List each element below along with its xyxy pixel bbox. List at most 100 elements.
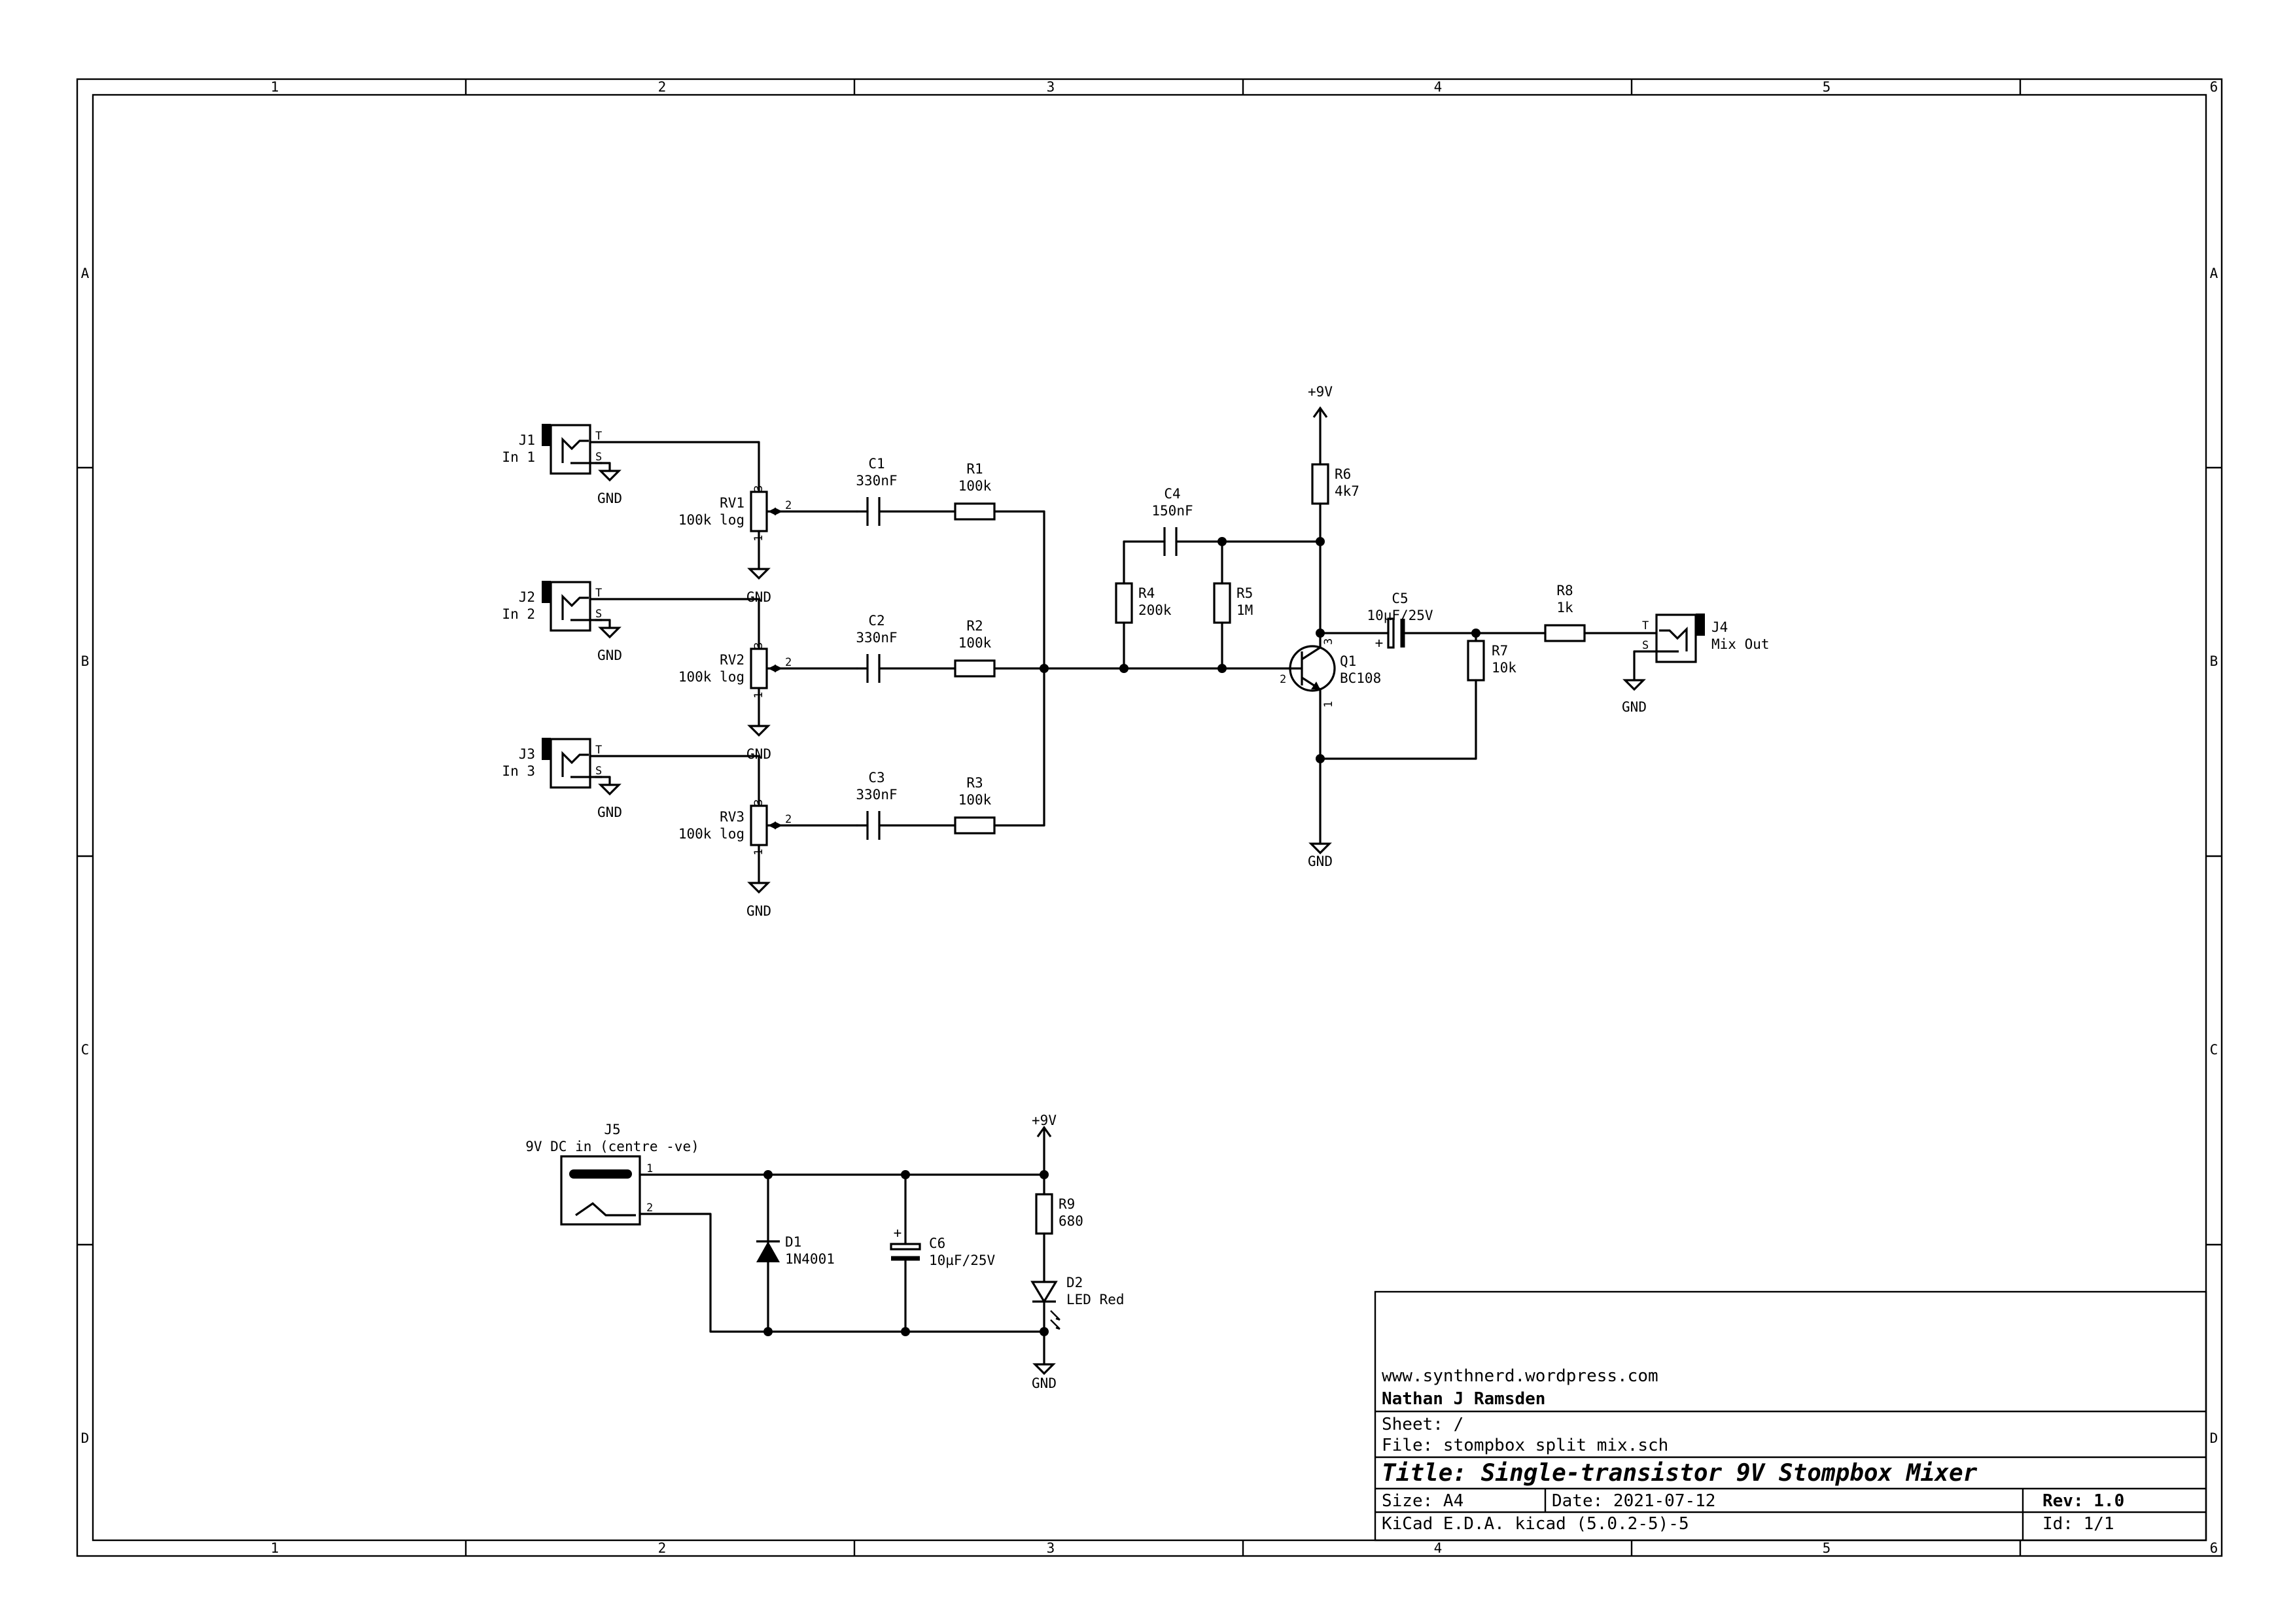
capacitor-c2: C2 330nF	[856, 613, 956, 683]
title-block-website: www.synthnerd.wordpress.com	[1382, 1366, 1658, 1386]
rv1-pin3: 3	[752, 485, 765, 492]
potentiometer-rv3: RV3 100k log 2 3 1 GND	[678, 755, 858, 919]
input-channel-2: J2 In 2 T S GND RV2 100k log 2 3 1 GND	[502, 581, 1045, 762]
resistor-r5: R5 1M	[1213, 540, 1253, 670]
r8-value: 1k	[1556, 600, 1573, 615]
r7-ref: R7	[1492, 643, 1508, 659]
r3-value: 100k	[958, 792, 992, 808]
title-block-file: File: stompbox split mix.sch	[1382, 1436, 1668, 1455]
r9-value: 680	[1059, 1213, 1083, 1229]
frame-col-6-bottom: 6	[2210, 1540, 2218, 1556]
r2-value: 100k	[958, 635, 992, 651]
resistor-r7: R7 10k	[1319, 629, 1516, 760]
j3-pin-t: T	[595, 744, 602, 757]
frame-row-d: D	[81, 1430, 90, 1446]
title-block-title: Title: Single-transistor 9V Stompbox Mix…	[1382, 1460, 1978, 1487]
j4-name: Mix Out	[1711, 636, 1770, 652]
d1-value: 1N4001	[785, 1251, 835, 1267]
c5-plus: +	[1375, 635, 1384, 651]
resistor-r2: R2 100k	[954, 618, 1045, 678]
c2-ref: C2	[868, 613, 885, 629]
frame-col-2: 2	[658, 79, 667, 95]
q1-ref: Q1	[1340, 653, 1356, 669]
sheet-frame: 1 2 3 4 5 6 1 2 3 4 5 6 A B C D A B C D	[76, 78, 2223, 1557]
c2-value: 330nF	[856, 630, 897, 646]
resistor-r9: R9 680	[1035, 1193, 1083, 1283]
frame-col-5-bottom: 5	[1823, 1540, 1831, 1556]
frame-col-3-bottom: 3	[1047, 1540, 1055, 1556]
c3-value: 330nF	[856, 787, 897, 803]
input-jack-j3: J3 In 3 T S GND	[502, 738, 760, 820]
rv1-pin2: 2	[785, 499, 792, 512]
capacitor-c3: C3 330nF	[856, 770, 956, 840]
title-block-size: Size: A4	[1382, 1491, 1463, 1511]
j5-ref: J5	[604, 1122, 620, 1137]
frame-col-2-bottom: 2	[658, 1540, 667, 1556]
frame-row-b-right: B	[2210, 653, 2218, 669]
rv2-pin2: 2	[785, 656, 792, 669]
emitter-ground: GND	[1308, 754, 1333, 869]
c6-value: 10µF/25V	[929, 1253, 996, 1268]
j1-gnd-label: GND	[597, 491, 622, 506]
diode-d1: D1 1N4001	[756, 1170, 835, 1336]
frame-row-d-right: D	[2210, 1430, 2218, 1446]
resistor-r1: R1 100k	[954, 461, 1045, 521]
rv2-pin1: 1	[752, 692, 765, 699]
r4-value: 200k	[1138, 602, 1172, 618]
c6-ref: C6	[929, 1235, 945, 1251]
r7-value: 10k	[1492, 660, 1516, 676]
frame-col-6: 6	[2210, 79, 2218, 95]
frame-row-c-right: C	[2210, 1042, 2218, 1058]
j5-pin2: 2	[646, 1201, 653, 1215]
rv2-value: 100k log	[678, 669, 745, 685]
j5-name: 9V DC in (centre -ve)	[525, 1139, 699, 1154]
mix-bus	[1040, 510, 1290, 827]
rv1-pin1: 1	[752, 535, 765, 542]
frame-row-c: C	[81, 1042, 90, 1058]
j5-pin1: 1	[646, 1162, 653, 1175]
frame-col-4: 4	[1434, 79, 1443, 95]
r8-ref: R8	[1556, 583, 1573, 598]
r1-value: 100k	[958, 478, 992, 494]
resistor-r6: R6 4k7	[1311, 463, 1359, 649]
vcc-label-bottom: +9V	[1032, 1113, 1057, 1128]
d1-ref: D1	[785, 1234, 801, 1250]
rv3-gnd-label: GND	[746, 903, 771, 919]
j3-ref: J3	[519, 746, 535, 762]
r1-ref: R1	[966, 461, 983, 477]
resistor-r8: R8 1k	[1475, 583, 1658, 642]
title-block-tool: KiCad E.D.A. kicad (5.0.2-5)-5	[1382, 1514, 1689, 1534]
capacitor-c4: C4 150nF	[1123, 486, 1322, 556]
title-block-date: Date: 2021-07-12	[1552, 1491, 1715, 1511]
vcc-label-top: +9V	[1308, 384, 1333, 400]
j3-gnd-label: GND	[597, 804, 622, 820]
j2-pin-t: T	[595, 587, 602, 600]
resistor-r4: R4 200k	[1115, 540, 1172, 670]
j2-pin-s: S	[595, 608, 602, 621]
rv1-ref: RV1	[720, 495, 745, 511]
j1-pin-t: T	[595, 430, 602, 443]
j2-ref: J2	[519, 589, 535, 605]
j1-ref: J1	[519, 432, 535, 448]
c4-value: 150nF	[1151, 503, 1193, 519]
j1-name: In 1	[502, 449, 535, 465]
c5-ref: C5	[1392, 591, 1408, 606]
dc-jack-j5: J5 9V DC in (centre -ve) 1 2	[525, 1122, 1045, 1333]
rv3-pin3: 3	[752, 799, 765, 806]
r4-ref: R4	[1138, 585, 1155, 601]
frame-col-1-bottom: 1	[271, 1540, 279, 1556]
j3-pin-s: S	[595, 765, 602, 778]
c1-value: 330nF	[856, 473, 897, 489]
frame-col-5: 5	[1823, 79, 1831, 95]
r5-ref: R5	[1236, 585, 1253, 601]
c5-value: 10µF/25V	[1367, 608, 1433, 623]
output-jack-j4: T S J4 Mix Out GND	[1622, 613, 1770, 715]
j2-name: In 2	[502, 606, 535, 622]
j4-pin-t: T	[1642, 619, 1649, 632]
q1-gnd-label: GND	[1308, 854, 1333, 869]
power-symbol-9v-bottom: +9V	[1032, 1113, 1057, 1196]
c6-plus: +	[894, 1225, 902, 1241]
title-block-author: Nathan J Ramsden	[1382, 1389, 1545, 1409]
capacitor-c5: + C5 10µF/25V	[1319, 591, 1477, 651]
frame-col-3: 3	[1047, 79, 1055, 95]
